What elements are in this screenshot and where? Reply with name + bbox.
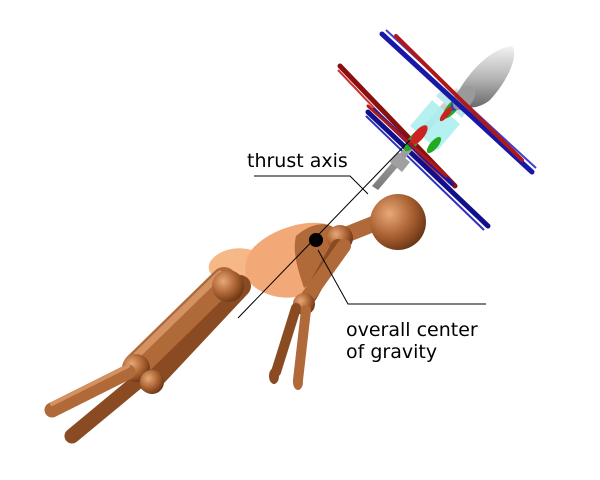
propeller-assembly [337,29,537,231]
thigh-far [139,275,251,393]
leg-near [44,267,237,418]
thigh-near [123,267,237,379]
center-of-gravity-label-line1: overall center [346,319,478,341]
hand-near [293,374,303,390]
annotations [237,139,486,319]
red-blade-front-2 [366,104,448,178]
shin-near [44,364,136,418]
cog-leader [317,249,486,305]
hand-far [269,368,279,384]
blue-blade-front [379,31,535,175]
blue-blade-rear [365,109,491,229]
thrust-axis-label: thrust axis [247,150,348,172]
ring-red-upper [439,106,453,122]
center-of-gravity-label: overall center of gravity [346,319,478,363]
hip-joint [212,270,244,302]
front-blade-set [366,29,537,186]
mannequin-figure [44,194,426,444]
red-blade-front [394,34,524,162]
hub-cyan-body [410,100,460,150]
shin-far [64,370,150,444]
shin-near-hl [50,364,130,406]
upper-arm-near [297,239,351,309]
arms [269,239,351,390]
thrust-axis-line [237,139,411,319]
knee-far [140,370,164,394]
shaft-collar-lower [390,152,410,172]
thrust-axis-leader [254,175,369,195]
ring-red-lower [410,125,428,145]
forearm-near [293,305,311,385]
head [370,194,426,250]
center-of-gravity-dot [309,233,323,247]
thigh-near-hl [130,270,224,362]
blue-blade-rear-edge [365,115,485,231]
leg-far [64,275,251,444]
center-of-gravity-label-line2: of gravity [346,341,438,363]
forearm-far [271,303,301,377]
ring-green-mid [426,136,442,154]
